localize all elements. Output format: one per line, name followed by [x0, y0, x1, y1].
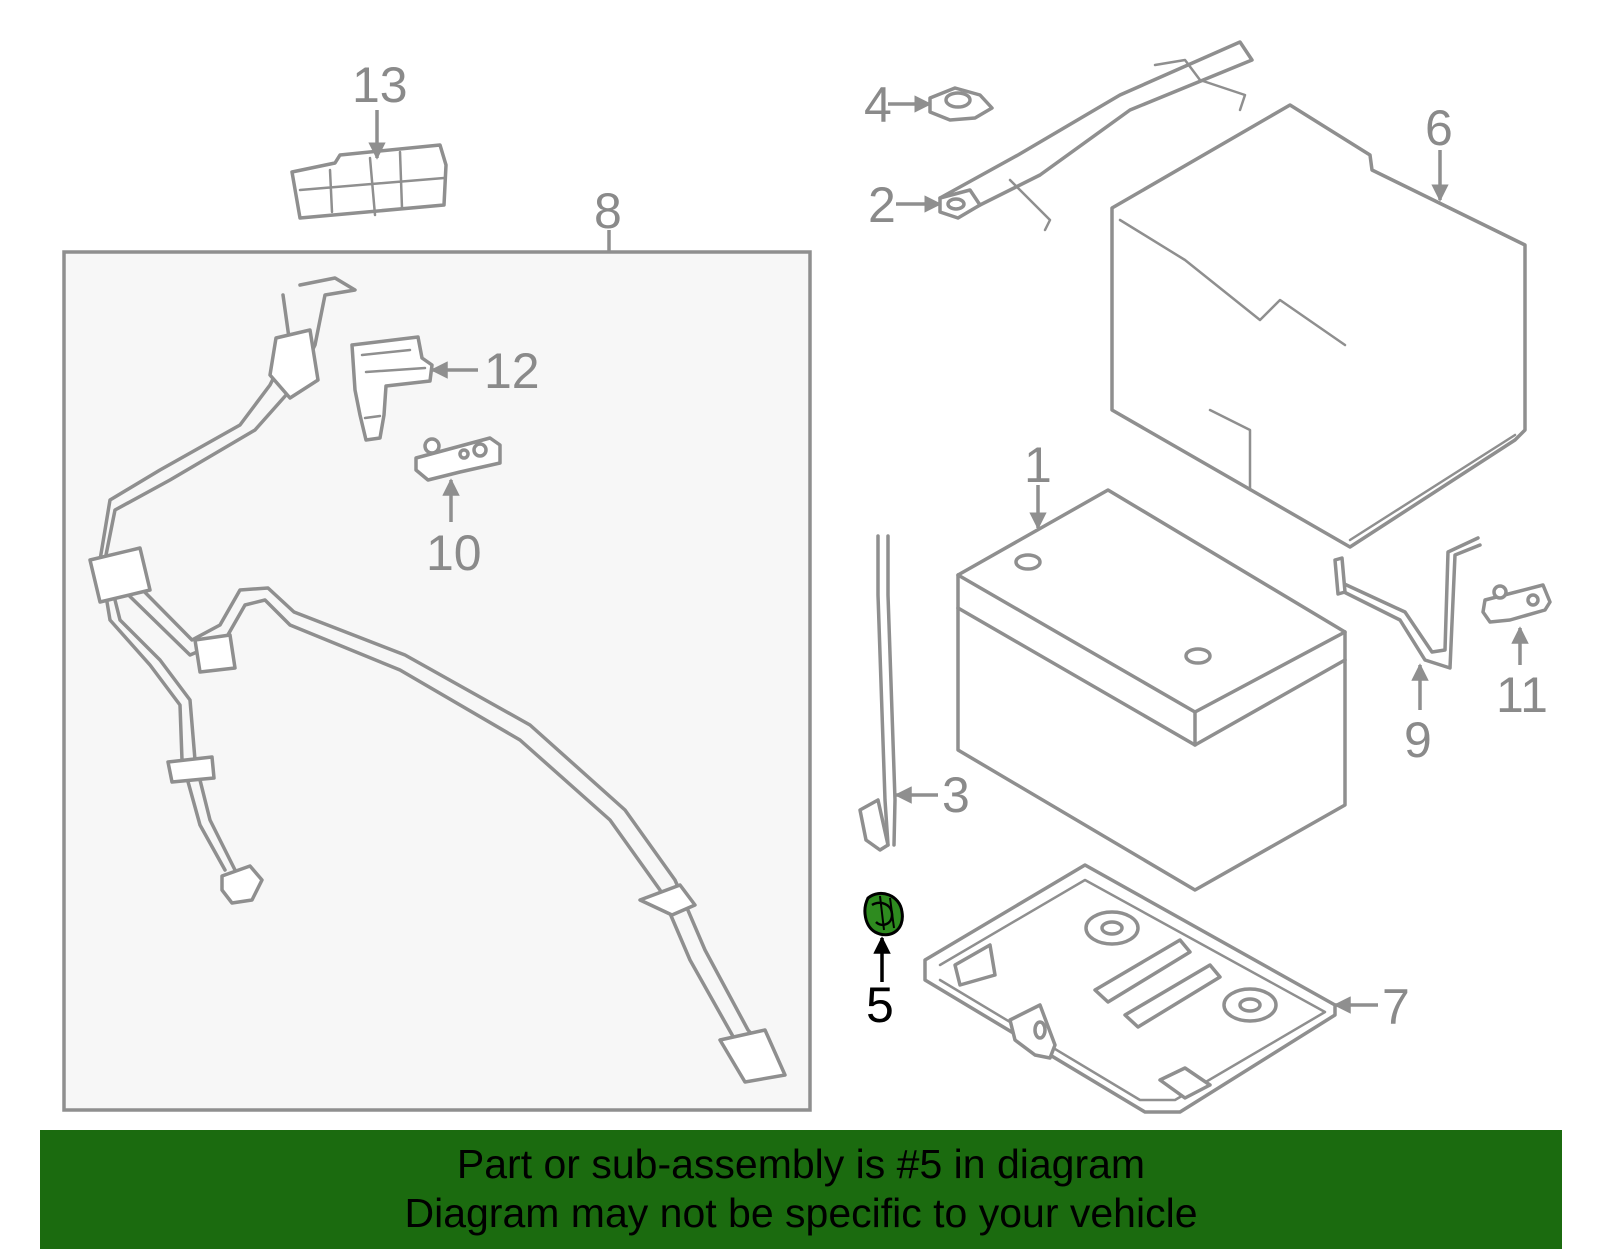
part-6-battery-cover — [1110, 103, 1527, 549]
part-11-terminal — [1481, 583, 1552, 624]
part-10-terminal — [414, 436, 502, 482]
callout-10: 10 — [426, 525, 482, 581]
part-2-holddown-bracket — [938, 40, 1254, 232]
part-1-battery — [956, 488, 1347, 892]
callout-11: 11 — [1496, 667, 1548, 723]
info-banner: Part or sub-assembly is #5 in diagram Di… — [40, 1130, 1562, 1249]
banner-line-1: Part or sub-assembly is #5 in diagram — [456, 1141, 1146, 1187]
callout-1: 1 — [1024, 437, 1052, 493]
part-5-clip-highlighted — [863, 892, 904, 937]
part-7-battery-tray — [923, 863, 1337, 1114]
part-12-bracket — [350, 335, 434, 442]
callout-3: 3 — [942, 767, 970, 823]
callout-5: 5 — [866, 977, 894, 1033]
part-4-nut — [928, 86, 994, 122]
part-3-holddown-rod — [858, 534, 897, 852]
callout-13: 13 — [352, 57, 408, 113]
callout-12: 12 — [484, 343, 540, 399]
callout-6: 6 — [1425, 100, 1453, 156]
part-9-ground-cable — [1333, 536, 1482, 670]
cable-assembly-box — [62, 250, 812, 1112]
callout-9: 9 — [1404, 712, 1432, 768]
part-13-terminal-cover — [290, 143, 448, 220]
callout-4: 4 — [864, 77, 892, 133]
banner-line-2: Diagram may not be specific to your vehi… — [404, 1190, 1198, 1236]
callout-7: 7 — [1382, 979, 1410, 1035]
callout-2: 2 — [868, 177, 896, 233]
part-8-cable-harness — [88, 276, 787, 1084]
callout-8: 8 — [594, 183, 622, 239]
